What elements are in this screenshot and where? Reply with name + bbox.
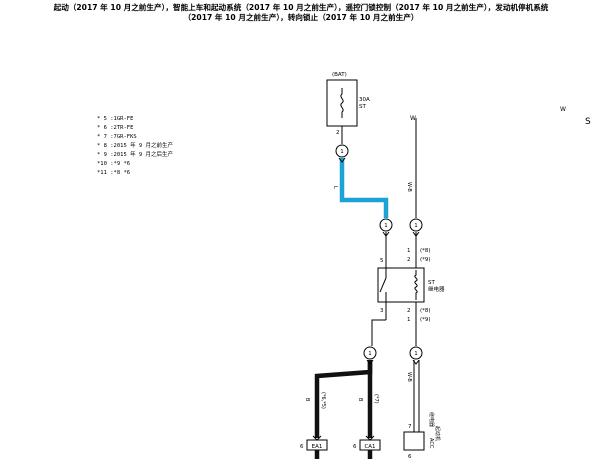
device-label: 继电器	[428, 412, 435, 427]
device-label-2: 起动机	[434, 426, 441, 441]
connector-3: 1	[409, 218, 423, 237]
relay-pin: 1	[407, 248, 411, 254]
chevron-down-icon	[338, 157, 346, 163]
fuse-rating: 30A	[359, 97, 370, 103]
relay-pin: 1	[407, 317, 411, 323]
connector-1: 1	[335, 144, 349, 163]
device-pin-bottom: 6	[408, 454, 412, 459]
relay-pin: 2	[407, 308, 411, 314]
fuse-st: (BAT) 30A ST 2	[326, 72, 370, 136]
right-mark-w: W	[410, 115, 416, 122]
fuse-name: ST	[359, 104, 366, 110]
connector-2: 1	[379, 218, 393, 237]
device-code: ACC	[428, 438, 434, 449]
fuse-source-label: (BAT)	[332, 72, 347, 78]
relay-pin-top-left: 5	[380, 258, 384, 264]
connector-ea1: 6 EA1	[300, 435, 328, 451]
chevron-down-icon	[365, 435, 375, 441]
relay-switch-icon	[379, 277, 387, 293]
connector-1-label: 1	[340, 149, 344, 155]
legend-item: * 9 :2015 年 9 月之后生产	[97, 150, 174, 158]
connector-ea1-label: EA1	[312, 444, 323, 450]
relay-pin-note: (*8)	[420, 308, 431, 314]
chevron-down-icon	[312, 435, 322, 441]
relay-st: 5 3 ST 继电器	[377, 258, 445, 314]
relay-pin-bottom-left: 3	[380, 308, 384, 314]
starter-device: 7 6 继电器 起动机 ACC	[403, 412, 441, 459]
connector-3-label: 1	[414, 223, 418, 229]
wire-note: (*6,*5)	[320, 392, 326, 409]
chevron-down-icon	[412, 359, 420, 365]
connector-ea1-pin: 6	[300, 444, 304, 450]
device-box	[403, 431, 425, 451]
fuse-pin: 2	[336, 130, 340, 136]
wire-note: (*7)	[373, 394, 379, 404]
page-title-line-1: 起动（2017 年 10 月之前生产），智能上车和起动系统（2017 年 10 …	[53, 3, 549, 12]
wire-label: B	[304, 398, 310, 402]
wire-label: L	[332, 186, 338, 189]
relay-name: ST	[428, 280, 435, 286]
wire-label: B	[357, 398, 363, 402]
chevron-down-icon	[366, 359, 374, 365]
legend-item: * 7 :7GR-FKS	[97, 134, 137, 140]
relay-pin-note: (*9)	[420, 257, 431, 263]
chevron-down-icon	[412, 231, 420, 237]
connector-5-label: 1	[414, 351, 418, 357]
legend-item: *10 :*9 *6	[97, 161, 130, 167]
legend-item: *11 :*8 *6	[97, 170, 130, 176]
connector-5: 1	[409, 346, 423, 365]
wire-relay-out-bend	[371, 319, 386, 346]
connector-4-label: 1	[368, 351, 372, 357]
wire-label: W-B	[406, 372, 412, 382]
right-mark-s: S	[585, 117, 591, 127]
connector-ca1: 6 CA1	[353, 435, 381, 451]
legend: * 5 :1GR-FE * 6 :2TR-FE * 7 :7GR-FKS * 8…	[97, 116, 174, 176]
relay-pin: 2	[407, 257, 411, 263]
relay-coil-icon	[414, 270, 418, 300]
relay-pin-note: (*8)	[420, 248, 431, 254]
fuse-icon	[340, 88, 344, 118]
relay-pin-note: (*9)	[420, 317, 431, 323]
wire-blue	[339, 158, 389, 218]
connector-2-label: 1	[384, 223, 388, 229]
right-mark-w: W	[560, 106, 566, 113]
connector-ca1-pin: 6	[353, 444, 357, 450]
wire-label: W-B	[406, 182, 412, 192]
legend-item: * 5 :1GR-FE	[97, 116, 133, 122]
connector-ca1-label: CA1	[364, 444, 375, 450]
connector-4: 1	[363, 346, 377, 365]
legend-item: * 6 :2TR-FE	[97, 125, 133, 131]
page-title-line-2: （2017 年 10 月之前生产），转向锁止（2017 年 10 月之前生产）	[183, 13, 419, 22]
device-pin-top: 7	[408, 424, 412, 430]
legend-item: * 8 :2015 年 9 月之前生产	[97, 141, 174, 149]
relay-desc: 继电器	[428, 285, 445, 293]
chevron-down-icon	[382, 231, 390, 237]
